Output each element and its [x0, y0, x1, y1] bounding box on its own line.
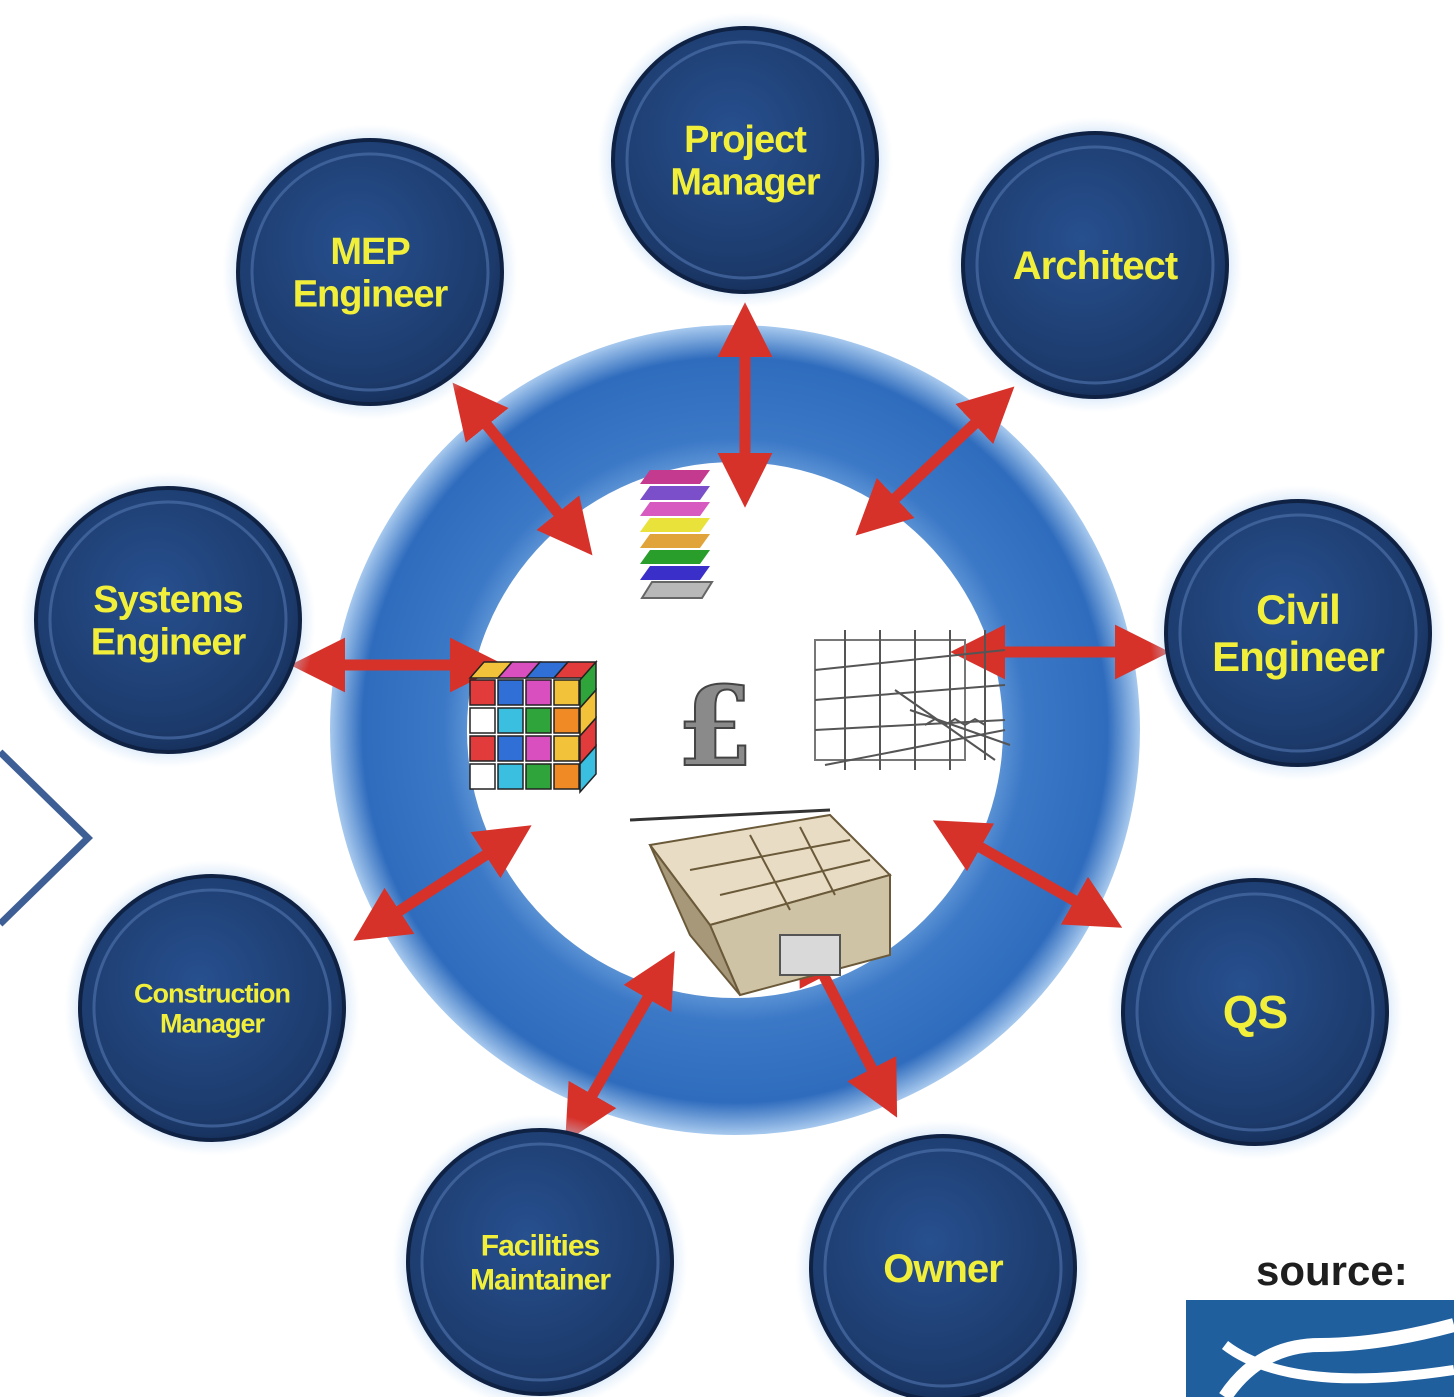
arrow-qs [932, 820, 1123, 928]
role-label-construction-manager-line-1: Construction [134, 978, 290, 1008]
role-label-architect-line-1: Architect [1013, 244, 1178, 288]
role-node-qs: QS [1107, 864, 1403, 1160]
role-label-facilities-maintainer-line-1: Facilities [481, 1230, 600, 1263]
arrow-architect [855, 386, 1015, 536]
role-label-systems-engineer-line-1: Systems [93, 579, 242, 621]
arrow-facilities-maintainer [565, 950, 675, 1143]
role-nodes: ProjectManagerArchitectCivilEngineerQSOw… [20, 12, 1446, 1397]
role-label-systems-engineer-line-2: Engineer [91, 622, 247, 664]
role-label-facilities-maintainer-line-2: Maintainer [470, 1263, 611, 1296]
building-model-icon [629, 808, 892, 997]
colored-cube-icon [468, 660, 598, 794]
layered-model-icon [640, 470, 714, 599]
role-label-mep-engineer-line-1: MEP [330, 231, 410, 273]
role-label-civil-engineer-line-2: Engineer [1212, 633, 1384, 680]
role-label-civil-engineer-line-1: Civil [1256, 586, 1340, 633]
source-label: source: [1256, 1247, 1408, 1294]
pound-sign-icon: £ [677, 662, 754, 791]
role-node-architect: Architect [947, 117, 1243, 413]
arrow-construction-manager [353, 825, 532, 941]
role-label-construction-manager-line-2: Manager [160, 1009, 266, 1039]
role-label-project-manager-line-1: Project [684, 119, 807, 161]
arrow-mep-engineer [452, 382, 593, 556]
logo [1186, 1300, 1454, 1397]
role-label-qs-line-1: QS [1223, 986, 1287, 1038]
connection-arrows [290, 302, 1170, 1143]
role-label-project-manager-line-2: Manager [670, 162, 820, 204]
role-label-mep-engineer-line-2: Engineer [293, 274, 449, 316]
role-node-owner: Owner [795, 1120, 1091, 1397]
role-label-owner-line-1: Owner [883, 1247, 1003, 1291]
center-icons: £ [468, 470, 1011, 997]
wireframe-structure-icon [814, 630, 1011, 770]
chevron-right-icon [0, 749, 94, 927]
